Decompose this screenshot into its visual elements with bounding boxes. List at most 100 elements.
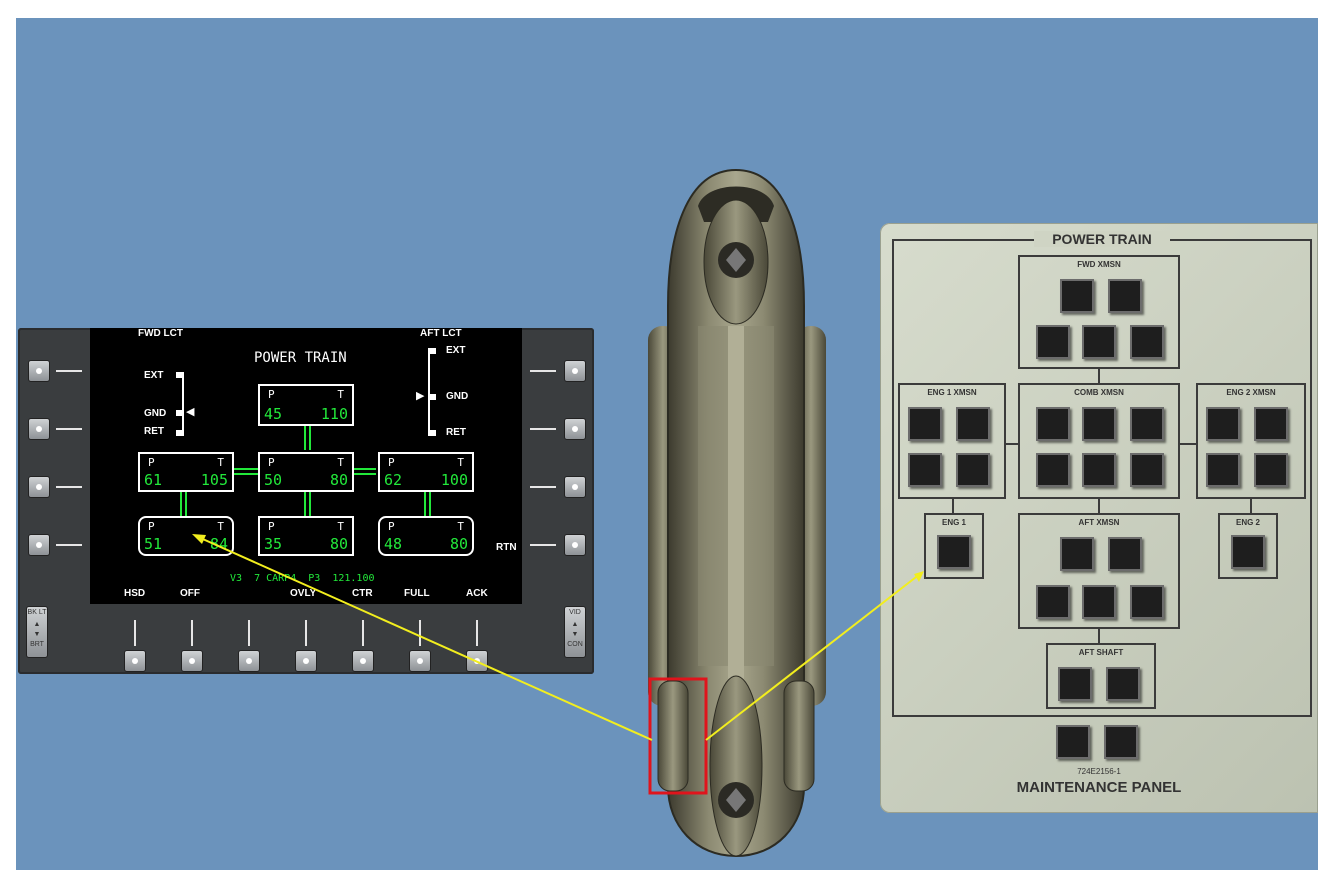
pressure-value: 48 (384, 535, 403, 553)
connector (185, 492, 187, 516)
bottom-bezel-button-ack[interactable] (466, 650, 488, 672)
connector-line (1006, 443, 1018, 445)
aft-xmsn-button-4[interactable] (1082, 585, 1116, 619)
aft-shaft-button-2[interactable] (1106, 667, 1140, 701)
temperature-value: 80 (329, 471, 348, 489)
temperature-value: 105 (200, 471, 228, 489)
aft-xmsn-button-3[interactable] (1036, 585, 1070, 619)
eng2-xmsn-module: P T 62 100 (378, 452, 474, 492)
group-label: COMB XMSN (1074, 388, 1124, 397)
divider (530, 486, 556, 488)
maintenance-panel: POWER TRAIN FWD XMSN ENG 1 XMSN COMB XMS… (880, 223, 1318, 813)
bottom-bezel-button-hsd[interactable] (124, 650, 146, 672)
maintenance-button-1[interactable] (1056, 725, 1090, 759)
aft-xmsn-button-1[interactable] (1060, 537, 1094, 571)
left-bezel-button-1[interactable] (28, 360, 50, 382)
down-arrow-icon: ▼ (571, 631, 579, 638)
aft-lct-scale (428, 348, 430, 436)
pressure-label: P (388, 520, 395, 533)
bklt-brt-rocker[interactable]: BK LT ▲ ▼ BRT (26, 606, 48, 658)
softkey-off[interactable]: OFF (180, 588, 200, 599)
right-bezel-button-3[interactable] (564, 476, 586, 498)
divider (530, 370, 556, 372)
fwd-xmsn-button-2[interactable] (1108, 279, 1142, 313)
bottom-bezel-button-3[interactable] (238, 650, 260, 672)
fwd-xmsn-button-4[interactable] (1082, 325, 1116, 359)
connector (309, 492, 311, 516)
divider (476, 620, 478, 646)
softkey-ovly[interactable]: OVLY (290, 588, 317, 599)
bottom-bezel-button-ovly[interactable] (295, 650, 317, 672)
con-label: CON (567, 641, 583, 648)
softkey-ack[interactable]: ACK (466, 588, 488, 599)
rotor-hub-icon (726, 788, 746, 812)
aft-ext-tick (430, 348, 436, 354)
right-bezel-button-1[interactable] (564, 360, 586, 382)
eng1-xmsn-button-3[interactable] (908, 453, 942, 487)
engine-2-nacelle (783, 680, 815, 792)
right-bezel-button-2[interactable] (564, 418, 586, 440)
maintenance-button-2[interactable] (1104, 725, 1138, 759)
vid-con-rocker[interactable]: VID ▲ ▼ CON (564, 606, 586, 658)
aft-xmsn-button-2[interactable] (1108, 537, 1142, 571)
divider (530, 544, 556, 546)
temperature-label: T (217, 520, 224, 533)
aircraft-top-view (648, 168, 826, 858)
fwd-xmsn-button-1[interactable] (1060, 279, 1094, 313)
fwd-gnd-label: GND (144, 408, 167, 419)
comb-xmsn-button-4[interactable] (1036, 453, 1070, 487)
eng2-xmsn-button-4[interactable] (1254, 453, 1288, 487)
divider (56, 544, 82, 546)
left-bezel-button-4[interactable] (28, 534, 50, 556)
eng1-xmsn-group: ENG 1 XMSN (898, 383, 1006, 499)
connector-line (1098, 629, 1100, 643)
left-bezel-button-3[interactable] (28, 476, 50, 498)
page-title: POWER TRAIN (254, 350, 347, 366)
left-bezel-button-2[interactable] (28, 418, 50, 440)
comb-xmsn-button-3[interactable] (1130, 407, 1164, 441)
pressure-value: 62 (384, 471, 403, 489)
group-label: ENG 2 (1235, 518, 1260, 527)
pressure-label: P (268, 388, 275, 401)
eng1-button[interactable] (937, 535, 971, 569)
eng1-xmsn-button-1[interactable] (908, 407, 942, 441)
divider (191, 620, 193, 646)
fwd-ret-label: RET (144, 426, 164, 437)
eng1-xmsn-button-2[interactable] (956, 407, 990, 441)
eng2-xmsn-button-3[interactable] (1206, 453, 1240, 487)
eng2-xmsn-button-1[interactable] (1206, 407, 1240, 441)
group-label: ENG 2 XMSN (1226, 388, 1276, 397)
fwd-lct-label: FWD LCT (138, 328, 183, 339)
temperature-label: T (337, 388, 344, 401)
bottom-bezel-button-ctr[interactable] (352, 650, 374, 672)
eng1-xmsn-module: P T 61 105 (138, 452, 234, 492)
pressure-value: 61 (144, 471, 163, 489)
divider (56, 428, 82, 430)
comb-xmsn-button-6[interactable] (1130, 453, 1164, 487)
up-arrow-icon: ▲ (571, 621, 579, 628)
eng1-xmsn-button-4[interactable] (956, 453, 990, 487)
fwd-lct-scale (182, 372, 184, 436)
panel-title: POWER TRAIN (1034, 231, 1170, 247)
vid-label: VID (569, 609, 581, 616)
comb-xmsn-button-5[interactable] (1082, 453, 1116, 487)
softkey-ctr[interactable]: CTR (352, 588, 373, 599)
connector (304, 492, 306, 516)
bottom-bezel-button-off[interactable] (181, 650, 203, 672)
aft-shaft-button-1[interactable] (1058, 667, 1092, 701)
fwd-xmsn-group: FWD XMSN (1018, 255, 1180, 369)
connector (309, 424, 311, 450)
aft-xmsn-button-5[interactable] (1130, 585, 1164, 619)
fwd-xmsn-button-5[interactable] (1130, 325, 1164, 359)
aft-ret-label: RET (446, 427, 466, 438)
softkey-full[interactable]: FULL (404, 588, 430, 599)
bottom-bezel-button-full[interactable] (409, 650, 431, 672)
comb-xmsn-button-1[interactable] (1036, 407, 1070, 441)
comb-xmsn-button-2[interactable] (1082, 407, 1116, 441)
eng2-xmsn-button-2[interactable] (1254, 407, 1288, 441)
right-bezel-button-rtn[interactable] (564, 534, 586, 556)
temperature-label: T (337, 456, 344, 469)
eng2-button[interactable] (1231, 535, 1265, 569)
softkey-hsd[interactable]: HSD (124, 588, 146, 599)
fwd-xmsn-button-3[interactable] (1036, 325, 1070, 359)
